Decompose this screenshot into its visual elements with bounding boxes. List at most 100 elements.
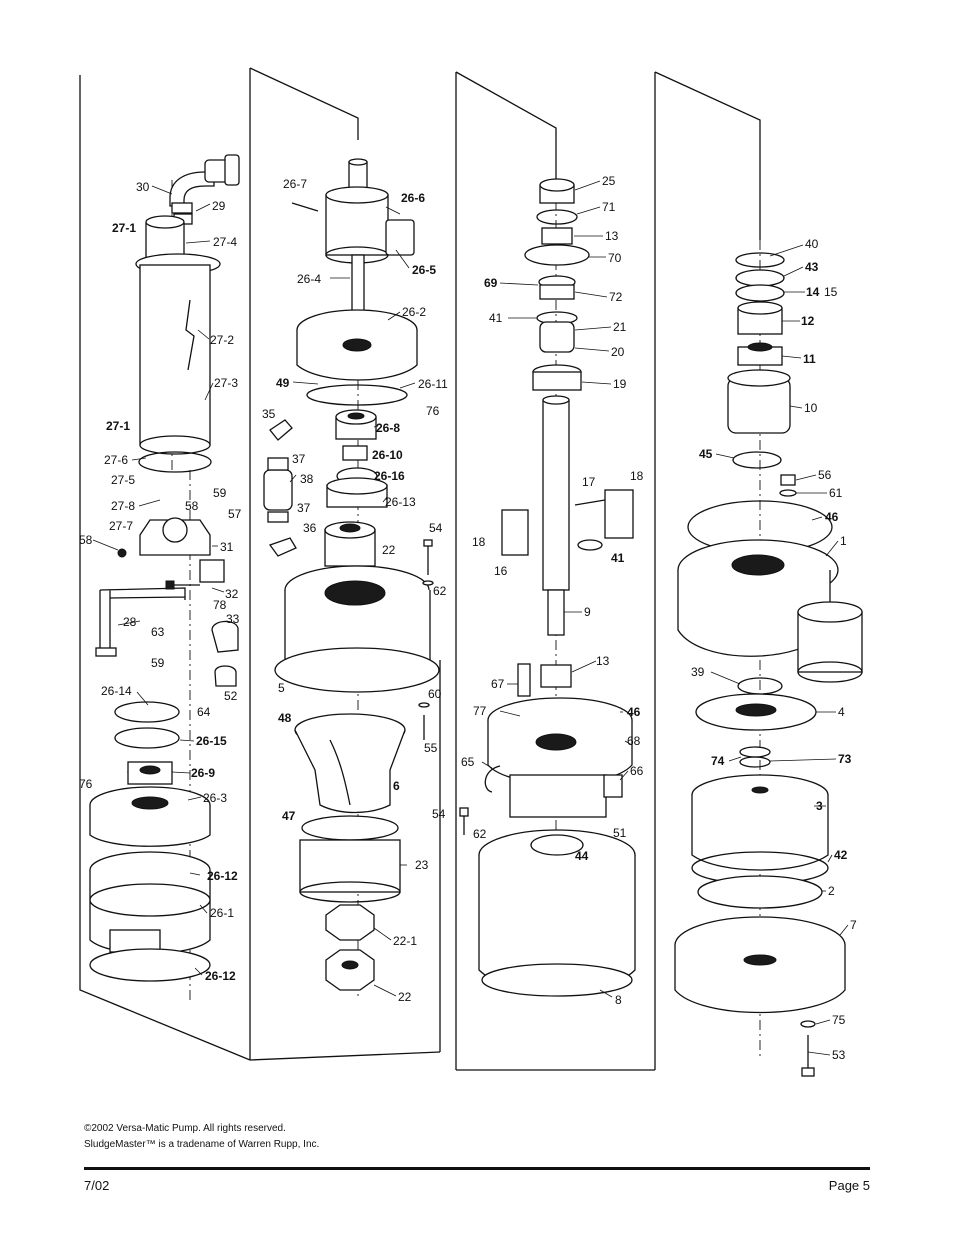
callout: 26-7 bbox=[283, 177, 307, 191]
callout: 70 bbox=[608, 251, 622, 265]
callout: 55 bbox=[424, 741, 438, 755]
callout: 26-3 bbox=[203, 791, 227, 805]
callout: 9 bbox=[584, 605, 591, 619]
callout: 49 bbox=[276, 376, 290, 390]
callout: 62 bbox=[433, 584, 447, 598]
callout: 3 bbox=[816, 799, 823, 813]
callout: 27-1 bbox=[106, 419, 130, 433]
callout: 37 bbox=[297, 501, 311, 515]
callout: 16 bbox=[494, 564, 508, 578]
callout: 73 bbox=[838, 752, 852, 766]
callout: 12 bbox=[801, 314, 815, 328]
callout: 39 bbox=[691, 665, 705, 679]
callout: 8 bbox=[615, 993, 622, 1007]
callout: 36 bbox=[303, 521, 317, 535]
callout: 26-15 bbox=[196, 734, 227, 748]
callout: 71 bbox=[602, 200, 616, 214]
callout: 10 bbox=[804, 401, 818, 415]
callout: 22 bbox=[398, 990, 412, 1004]
callout: 60 bbox=[428, 687, 442, 701]
callout: 18 bbox=[472, 535, 486, 549]
callout: 26-5 bbox=[412, 263, 436, 277]
callout: 7 bbox=[850, 918, 857, 932]
callout: 51 bbox=[613, 826, 627, 840]
footer-rule bbox=[84, 1167, 870, 1170]
callout: 26-12 bbox=[207, 869, 238, 883]
callout: 66 bbox=[630, 764, 644, 778]
callout: 54 bbox=[429, 521, 443, 535]
callout: 78 bbox=[213, 598, 227, 612]
callout: 27-1 bbox=[112, 221, 136, 235]
callout: 43 bbox=[805, 260, 819, 274]
callout: 72 bbox=[609, 290, 623, 304]
callout: 27-4 bbox=[213, 235, 237, 249]
callout: 75 bbox=[832, 1013, 846, 1027]
callout: 11 bbox=[803, 352, 816, 366]
callout: 31 bbox=[220, 540, 234, 554]
callout: 48 bbox=[278, 711, 292, 725]
callout: 27-7 bbox=[109, 519, 133, 533]
callout: 26-14 bbox=[101, 684, 132, 698]
callout: 14 bbox=[806, 285, 820, 299]
callout: 58 bbox=[79, 533, 93, 547]
callout: 69 bbox=[484, 276, 498, 290]
callout: 20 bbox=[611, 345, 625, 359]
callout: 27-2 bbox=[210, 333, 234, 347]
callout: 77 bbox=[473, 704, 487, 718]
callout: 54 bbox=[432, 807, 446, 821]
callout: 76 bbox=[426, 404, 440, 418]
callout: 26-4 bbox=[297, 272, 321, 286]
callout: 26-12 bbox=[205, 969, 236, 983]
callout: 63 bbox=[151, 625, 165, 639]
callout: 30 bbox=[136, 180, 150, 194]
callout: 46 bbox=[825, 510, 839, 524]
footer-notes: ©2002 Versa-Matic Pump. All rights reser… bbox=[84, 1121, 319, 1153]
callout: 26-10 bbox=[372, 448, 403, 462]
column1-parts bbox=[89, 154, 240, 982]
callout: 25 bbox=[602, 174, 616, 188]
page-number: Page 5 bbox=[828, 1178, 870, 1193]
callout: 22-1 bbox=[393, 934, 417, 948]
callout: 38 bbox=[300, 472, 314, 486]
callout: 13 bbox=[605, 229, 619, 243]
callout: 53 bbox=[832, 1048, 846, 1062]
callout: 64 bbox=[197, 705, 211, 719]
part-callouts: 30 29 27-1 27-4 27-2 27-3 27-1 27-6 27-5… bbox=[79, 174, 857, 1062]
callout: 62 bbox=[473, 827, 487, 841]
callout: 46 bbox=[627, 705, 641, 719]
callout: 33 bbox=[226, 612, 240, 626]
callout: 61 bbox=[829, 486, 843, 500]
callout: 19 bbox=[613, 377, 627, 391]
callout: 6 bbox=[393, 779, 400, 793]
callout: 27-3 bbox=[214, 376, 238, 390]
callout: 56 bbox=[818, 468, 832, 482]
callout: 5 bbox=[278, 681, 285, 695]
callout: 41 bbox=[489, 311, 503, 325]
column2-parts bbox=[263, 158, 440, 991]
callout: 74 bbox=[711, 754, 725, 768]
leader-lines bbox=[92, 180, 849, 1056]
callout: 42 bbox=[834, 848, 848, 862]
callout: 29 bbox=[212, 199, 226, 213]
callout: 37 bbox=[292, 452, 306, 466]
callout: 26-13 bbox=[385, 495, 416, 509]
callout: 22 bbox=[382, 543, 396, 557]
callout: 26-2 bbox=[402, 305, 426, 319]
callout: 26-1 bbox=[210, 906, 234, 920]
callout: 26-9 bbox=[191, 766, 215, 780]
callout: 44 bbox=[575, 849, 589, 863]
callout: 18 bbox=[630, 469, 644, 483]
callout: 59 bbox=[151, 656, 165, 670]
callout: 67 bbox=[491, 677, 505, 691]
callout: 26-8 bbox=[376, 421, 400, 435]
callout: 28 bbox=[123, 615, 137, 629]
column3-parts bbox=[459, 178, 636, 997]
callout: 23 bbox=[415, 858, 429, 872]
callout: 32 bbox=[225, 587, 239, 601]
callout: 65 bbox=[461, 755, 475, 769]
callout: 26-11 bbox=[418, 377, 448, 391]
callout: 68 bbox=[627, 734, 641, 748]
callout: 59 bbox=[213, 486, 227, 500]
callout: 76 bbox=[79, 777, 93, 791]
